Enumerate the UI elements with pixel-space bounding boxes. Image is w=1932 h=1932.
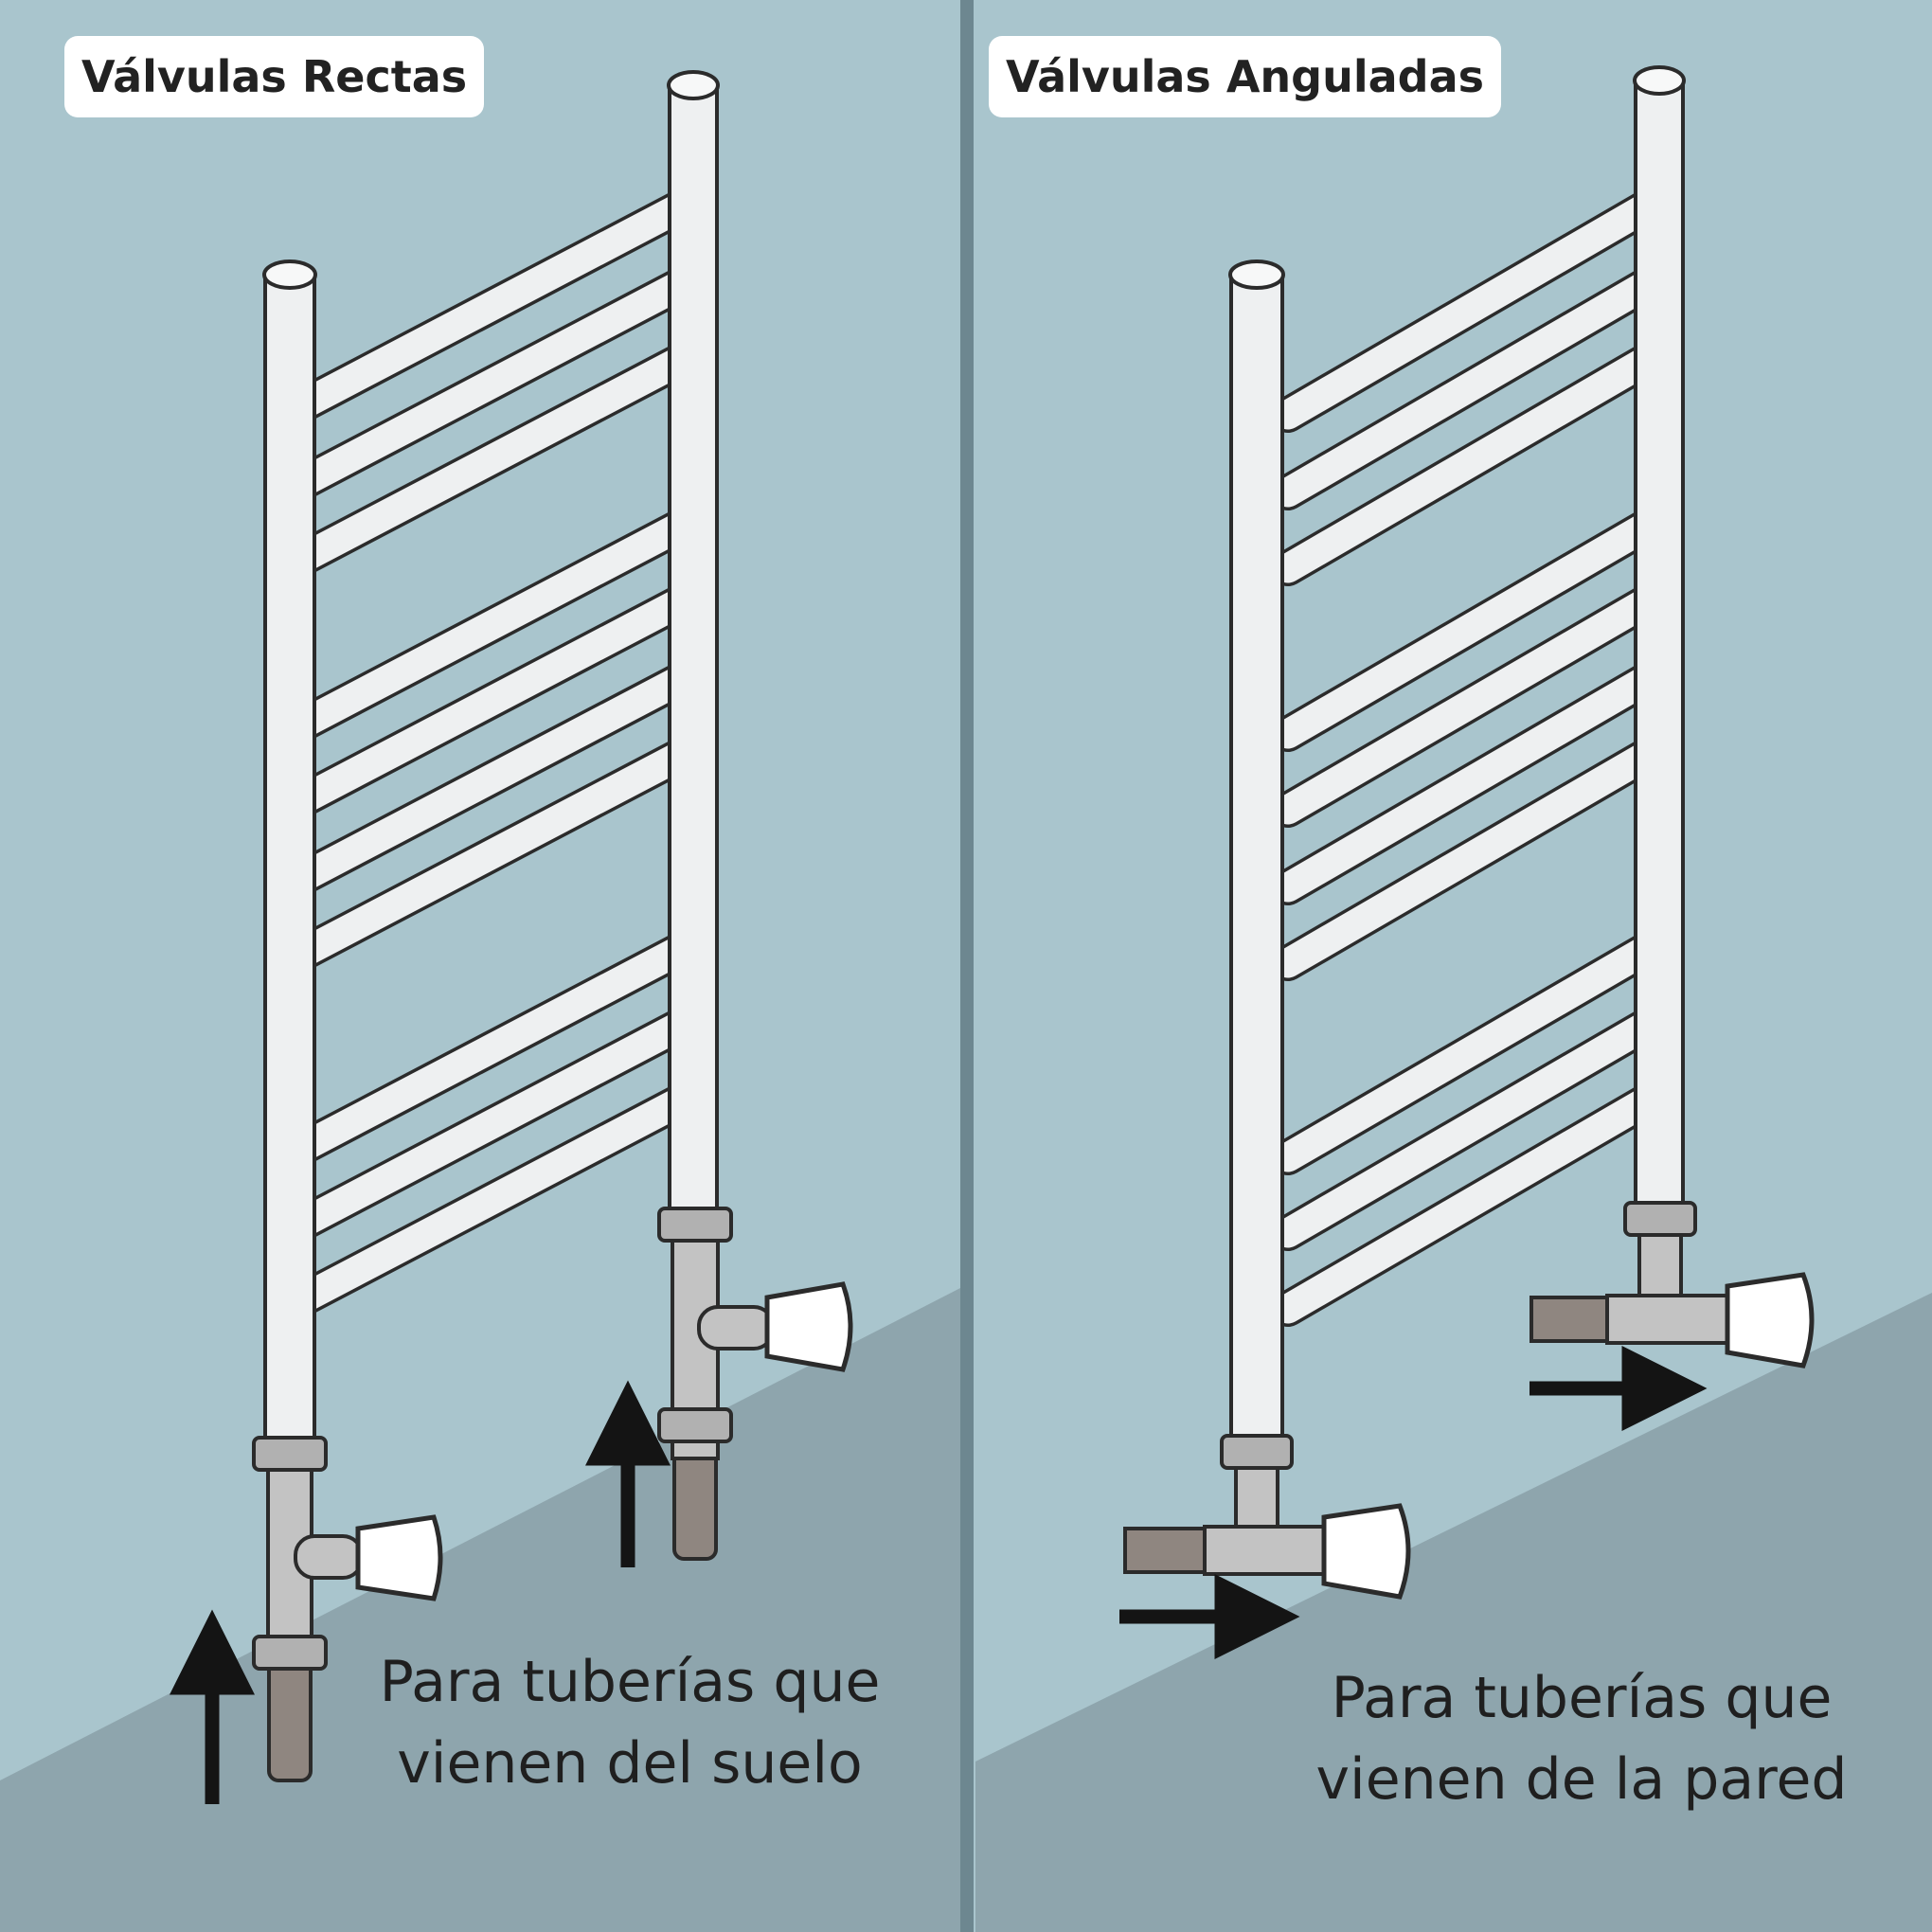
wall-pipe: [1530, 1296, 1613, 1343]
valve-stem: [697, 1305, 775, 1351]
wall-pipe: [1123, 1527, 1210, 1574]
right-post: [668, 81, 719, 1222]
valve-body: [1605, 1294, 1734, 1345]
panel-label-angled-valves: Válvulas Anguladas: [989, 36, 1502, 117]
supply-pipe: [672, 1447, 718, 1561]
floor-left: [0, 1286, 964, 1932]
floor-right: [975, 1293, 1932, 1932]
left-rungs: [266, 190, 696, 1327]
panel-divider: [960, 0, 974, 1932]
angled-valve-left: [1123, 1434, 1411, 1600]
thermostat-knob-icon: [1321, 1503, 1411, 1600]
left-post-cap: [262, 259, 317, 290]
upper-nut: [252, 1436, 328, 1472]
upper-nut: [657, 1207, 733, 1243]
right-post-cap: [667, 70, 720, 100]
thermostat-knob-icon: [764, 1281, 853, 1372]
right-radiator: [1228, 65, 1686, 1451]
valve-stem: [294, 1534, 364, 1580]
valve-body: [1203, 1525, 1332, 1576]
left-post: [263, 273, 316, 1456]
caption-line: vienen de la pared: [1315, 1746, 1848, 1813]
lower-nut: [252, 1635, 328, 1671]
supply-pipe: [267, 1655, 313, 1782]
caption-wall-pipes: Para tuberías que vienen de la pared: [1297, 1657, 1866, 1820]
right-rungs: [1270, 190, 1662, 1327]
straight-valve-right: [657, 1207, 853, 1561]
upper-nut: [1220, 1434, 1294, 1470]
thermostat-knob-icon: [1725, 1272, 1815, 1368]
straight-valve-left: [252, 1436, 443, 1782]
caption-line: Para tuberías que: [379, 1649, 881, 1715]
left-post-cap: [1228, 259, 1285, 290]
caption-floor-pipes: Para tuberías que vienen del suelo: [360, 1641, 900, 1804]
right-post: [1634, 79, 1685, 1219]
lower-nut: [657, 1407, 733, 1443]
thermostat-knob-icon: [355, 1514, 443, 1601]
caption-line: Para tuberías que: [1331, 1665, 1833, 1731]
left-post: [1229, 273, 1284, 1451]
right-post-cap: [1633, 65, 1686, 96]
caption-line: vienen del suelo: [397, 1730, 863, 1797]
rung-fills: [1273, 193, 1659, 1324]
angled-valve-right: [1530, 1201, 1815, 1368]
upper-nut: [1623, 1201, 1697, 1237]
left-radiator: [262, 70, 720, 1456]
panel-label-straight-valves: Válvulas Rectas: [64, 36, 485, 117]
rung-fills: [269, 193, 693, 1324]
